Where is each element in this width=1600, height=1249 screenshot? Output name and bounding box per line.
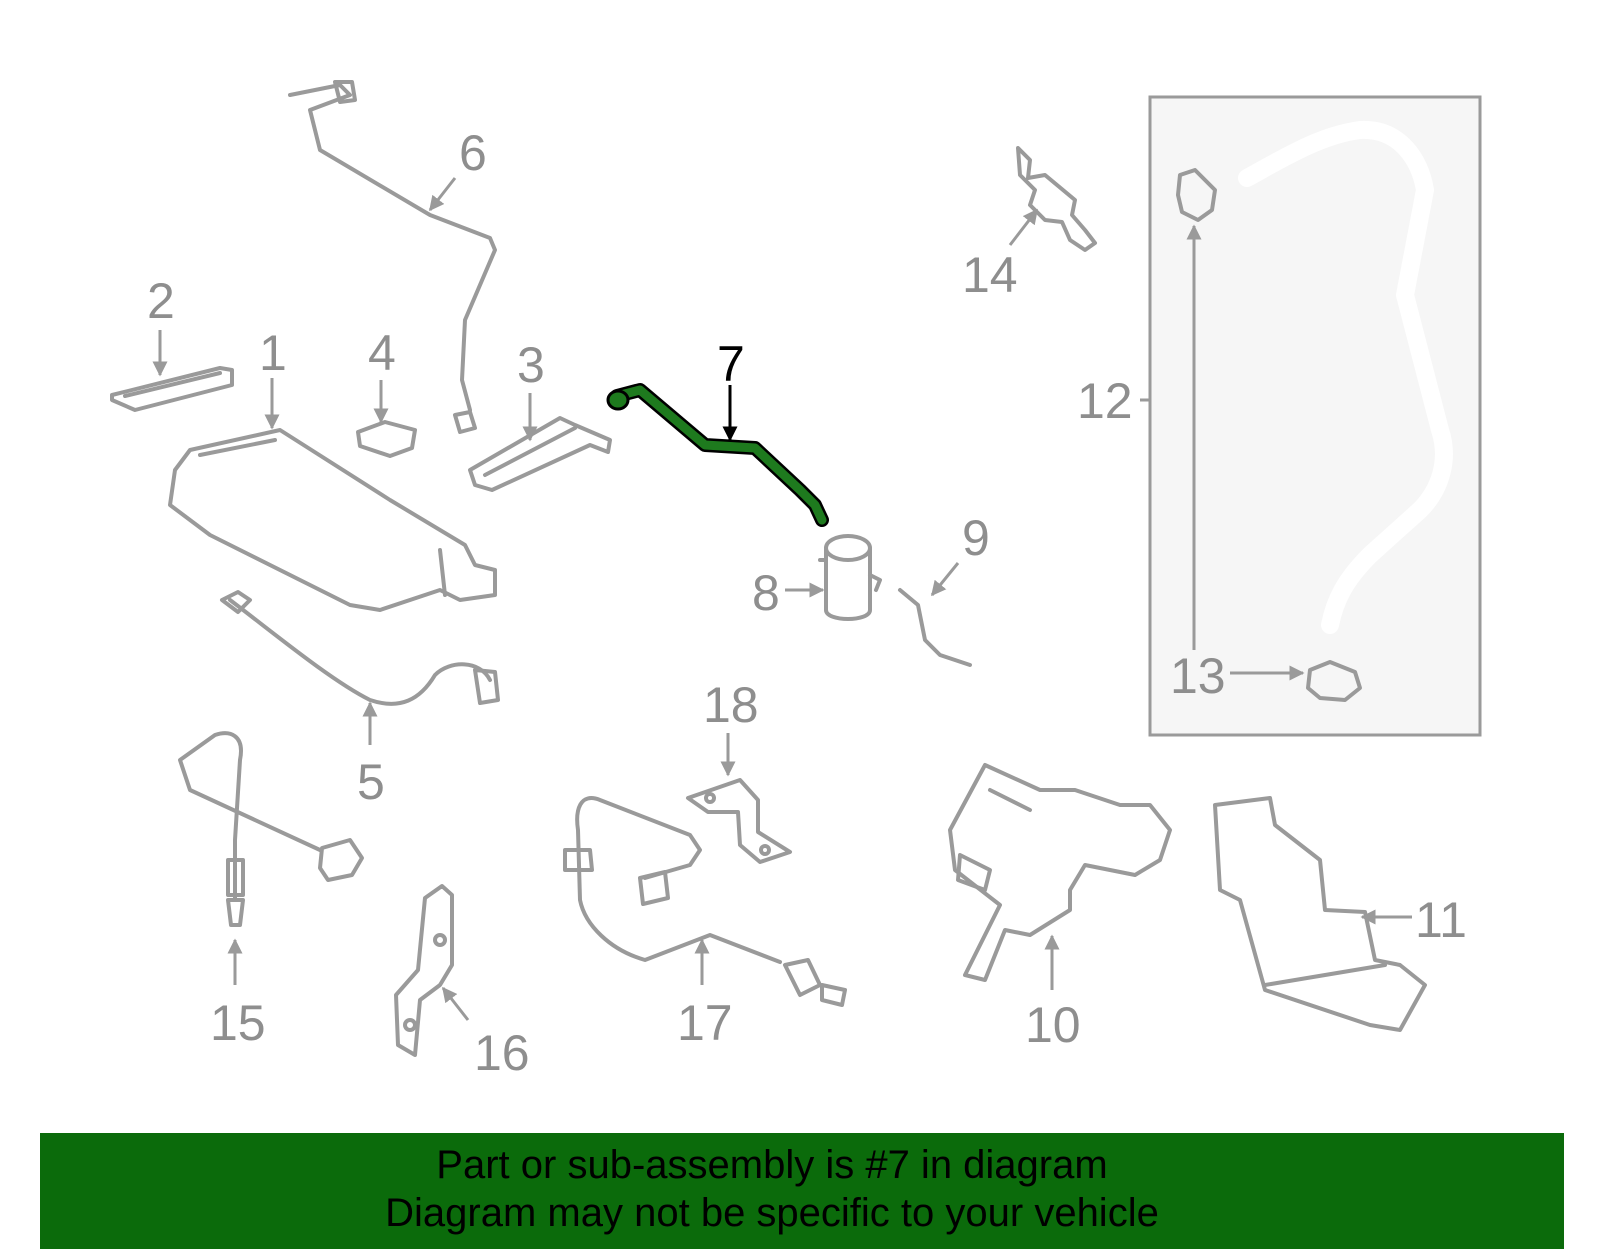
callout-16: 16 (474, 1025, 530, 1081)
callout-9-arrow (930, 562, 960, 597)
part-8-filter[interactable] (818, 534, 882, 621)
callout-13: 13 (1170, 648, 1226, 704)
part-14-valve[interactable] (1016, 146, 1097, 252)
part-10-valve[interactable] (948, 763, 1172, 982)
part-2-bracket[interactable] (110, 366, 234, 412)
callout-18: 18 (703, 677, 759, 733)
callout-6-arrow (428, 177, 457, 212)
callout-3: 3 (517, 337, 545, 393)
banner-line-1: Part or sub-assembly is #7 in diagram (436, 1143, 1108, 1187)
part-11-shield[interactable] (1213, 796, 1427, 1032)
callout-15: 15 (210, 995, 266, 1051)
part-4-clip[interactable] (356, 420, 417, 458)
callout-11: 11 (1415, 892, 1467, 948)
callout-4: 4 (368, 325, 396, 381)
callout-6: 6 (459, 125, 487, 181)
part-1-canister[interactable] (168, 428, 497, 612)
part-3-bracket[interactable] (468, 416, 612, 492)
callout-5: 5 (357, 754, 385, 810)
callout-10: 10 (1025, 997, 1081, 1053)
part-6-tube[interactable] (288, 80, 497, 434)
part-5-hose[interactable] (220, 590, 500, 706)
callout-16-arrow (441, 986, 470, 1021)
part-17-sensor[interactable] (563, 796, 847, 1007)
part-9-hose[interactable] (898, 588, 972, 667)
callout-8: 8 (752, 565, 780, 621)
callout-14: 14 (962, 247, 1018, 303)
callout-7: 7 (717, 336, 745, 392)
parts-diagram: 1 2 3 4 5 6 7 (110, 80, 1482, 1081)
part-18-bracket[interactable] (686, 778, 792, 864)
part-16-bracket[interactable] (394, 884, 454, 1057)
part-7-hose-highlighted[interactable] (606, 383, 829, 527)
info-banner: Part or sub-assembly is #7 in diagram Di… (40, 1133, 1564, 1249)
banner-line-2: Diagram may not be specific to your vehi… (385, 1191, 1159, 1235)
callout-12: 12 (1077, 373, 1133, 429)
callout-14-arrow (1008, 208, 1039, 246)
callout-17: 17 (677, 995, 733, 1051)
part-13-clamp-bottom[interactable] (1306, 660, 1362, 702)
part-13-clamp-top[interactable] (1176, 168, 1217, 222)
callout-9: 9 (962, 510, 990, 566)
part-15-sensor[interactable] (178, 731, 364, 927)
callout-2: 2 (147, 273, 175, 329)
callout-1: 1 (259, 325, 287, 381)
